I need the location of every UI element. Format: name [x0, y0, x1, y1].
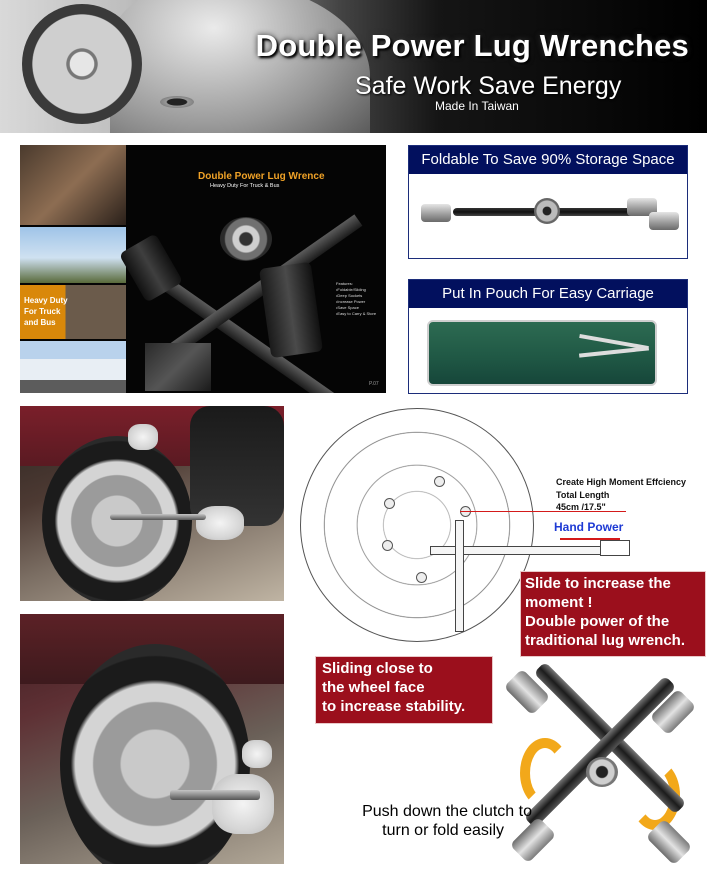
slide-callout: Slide to increase the moment ! Double po… [520, 571, 706, 657]
dimension-line [460, 511, 626, 512]
glove-image [242, 740, 272, 768]
clutch-line: Push down the clutch to [362, 803, 532, 820]
mechanic-image [190, 406, 284, 526]
usage-photo-bottom [20, 614, 284, 864]
pouch-wrench-image [578, 346, 650, 358]
rotate-arrow-icon [520, 738, 570, 808]
wrench-socket-image [258, 261, 324, 359]
wrench-pouch-image [427, 320, 657, 386]
folded-wrench-hub [534, 198, 560, 224]
feature-item: Features: [336, 281, 353, 286]
pouch-panel: Put In Pouch For Easy Carriage [408, 279, 688, 394]
poster-features: Features: •Foldable/Sliding •Deep Socket… [336, 281, 376, 317]
diagram-lug-nut [416, 572, 427, 583]
poster-side-caption: Heavy Duty For Truck and Bus [24, 295, 68, 328]
clutch-line: turn or fold easily [382, 822, 504, 839]
poster-subtitle: Heavy Duty For Truck & Bus [210, 183, 280, 189]
poster-page-number: P.07 [369, 381, 379, 387]
product-poster: Heavy Duty For Truck and Bus Double Powe… [20, 145, 386, 393]
cross-wrench-clutch [586, 757, 618, 787]
glove-image [212, 774, 274, 834]
glove-image [128, 424, 158, 450]
car-wheel-image [22, 4, 142, 124]
wrench-rod-image [110, 514, 206, 520]
clutch-instructions: Push down the clutch to turn or fold eas… [340, 802, 532, 840]
efficiency-label: Create High Moment Effciency [556, 477, 687, 487]
storage-heading: Foldable To Save 90% Storage Space [409, 146, 687, 174]
tire-image [60, 644, 250, 864]
poster-photo-truck [20, 227, 126, 283]
folded-wrench-socket [627, 198, 657, 216]
car-image [110, 0, 370, 133]
poster-photo-bus [20, 341, 126, 393]
diagram-lug-nut [382, 540, 393, 551]
callout-line: the wheel face [322, 679, 425, 696]
callout-line: to increase stability. [322, 698, 466, 715]
diagram-wrench-vertical [455, 520, 464, 632]
callout-line: moment ! [525, 594, 593, 611]
folded-wrench-socket [421, 204, 451, 222]
callout-line: Sliding close to [322, 660, 433, 677]
feature-item: •Deep Sockets [336, 293, 363, 298]
diagram-tire-tread [300, 408, 532, 640]
feature-item: •Save Space [336, 305, 359, 310]
callout-line: Double power of the [525, 613, 670, 630]
side-caption-line: For Truck [24, 307, 61, 316]
total-length-label: Total Length [556, 490, 610, 500]
poster-title: Double Power Lug Wrence [198, 171, 325, 182]
diagram-lug-nut [384, 498, 395, 509]
length-value: 45cm /17.5" [556, 502, 606, 512]
callout-line: Slide to increase the [525, 575, 671, 592]
made-in-label: Made In Taiwan [435, 99, 519, 113]
storage-panel: Foldable To Save 90% Storage Space [408, 145, 688, 259]
side-caption-line: and Bus [24, 318, 56, 327]
feature-item: •Foldable/Sliding [336, 287, 366, 292]
banner-title: Double Power Lug Wrenches [255, 28, 689, 63]
feature-item: •Easy to Carry & Store [336, 311, 377, 316]
wrench-hub-image [220, 217, 272, 261]
usage-photo-top [20, 406, 284, 601]
poster-photo-heavy-duty: Heavy Duty For Truck and Bus [20, 285, 126, 339]
poster-inset-photo [145, 343, 211, 391]
header-banner: Double Power Lug Wrenches Safe Work Save… [0, 0, 707, 133]
wrench-rod-image [170, 790, 260, 800]
hand-power-arrow [560, 538, 620, 540]
hand-power-label: Hand Power [554, 520, 624, 534]
feature-item: •Increase Power [336, 299, 366, 304]
folded-wrench-socket [649, 212, 679, 230]
side-caption-line: Heavy Duty [24, 296, 68, 305]
diagram-socket [600, 540, 630, 556]
pouch-heading: Put In Pouch For Easy Carriage [409, 280, 687, 308]
diagram-lug-nut [434, 476, 445, 487]
glove-image [196, 506, 244, 540]
sliding-close-callout: Sliding close to the wheel face to incre… [315, 656, 493, 724]
banner-subtitle: Safe Work Save Energy [355, 72, 622, 100]
exhaust-image [160, 96, 194, 108]
callout-line: traditional lug wrench. [525, 632, 686, 649]
poster-photo-hands [20, 145, 126, 225]
